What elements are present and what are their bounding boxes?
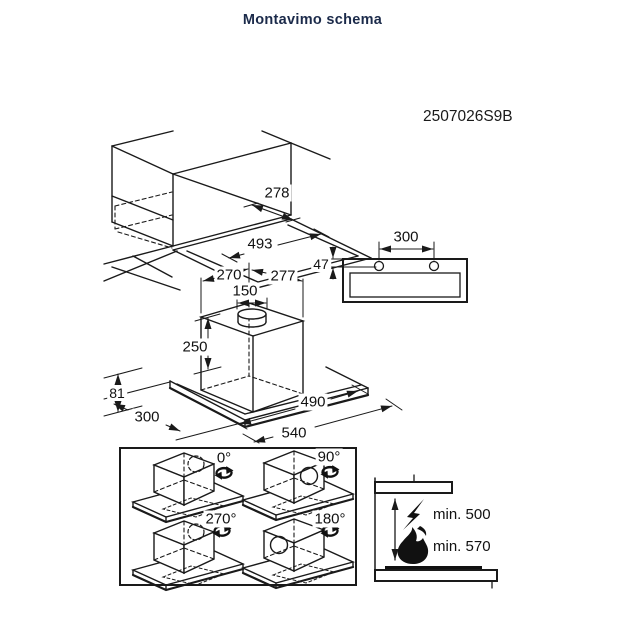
dim-label-277: 277 [268, 267, 298, 285]
dim-270-277-150-arrows [200, 262, 304, 318]
dim-label-150: 150 [230, 282, 260, 300]
cooktop-surface [385, 566, 482, 571]
dim-label-250: 250 [180, 338, 210, 356]
counter-top [374, 569, 498, 582]
mounting-hole-right [428, 260, 440, 272]
dim-label-300-panel: 300 [391, 228, 421, 246]
mounting-hole-left [373, 260, 385, 272]
hidden-hood-outline [114, 191, 173, 249]
rotation-options-box [119, 447, 357, 592]
dim-label-278: 278 [262, 184, 292, 202]
hood-bottom-bar [374, 481, 453, 494]
duct-outlet [237, 308, 267, 328]
rotation-label-0: 0° [214, 449, 234, 467]
page-title: Montavimo schema [242, 12, 383, 28]
clearance-label-electric: min. 500 [433, 506, 491, 523]
flame-icon [397, 526, 429, 564]
dim-540-arrows [242, 398, 403, 444]
dim-47-arrows [326, 246, 377, 280]
clearance-label-gas: min. 570 [433, 538, 491, 555]
rotation-icon [213, 464, 235, 481]
dim-label-270: 270 [214, 266, 244, 284]
dim-label-490: 490 [298, 393, 328, 411]
dim-label-493: 493 [245, 235, 275, 253]
rotation-label-270: 270° [203, 510, 239, 528]
dim-label-81: 81 [107, 385, 127, 401]
rotation-label-90: 90° [315, 448, 343, 466]
dim-493-arrows [221, 228, 330, 263]
dim-label-540: 540 [279, 424, 309, 442]
mounting-panel-view [326, 241, 468, 303]
dim-300-panel-arrows [378, 241, 435, 261]
duct-hole-90deg [299, 466, 319, 486]
lightning-icon [403, 499, 424, 530]
duct-hole-hidden-270deg [187, 523, 205, 541]
duct-hole-hidden-0deg [187, 455, 205, 473]
clearance-diagram [374, 474, 498, 589]
model-number: 2507026S9B [423, 108, 513, 125]
rotation-label-180: 180° [312, 510, 348, 528]
dim-278-arrows [243, 202, 301, 223]
dim-label-47: 47 [311, 256, 331, 272]
dim-250-arrows [193, 313, 222, 375]
dim-490-arrows [230, 384, 369, 430]
duct-hole-180deg [269, 535, 289, 555]
dim-label-300-hood: 300 [132, 408, 162, 426]
